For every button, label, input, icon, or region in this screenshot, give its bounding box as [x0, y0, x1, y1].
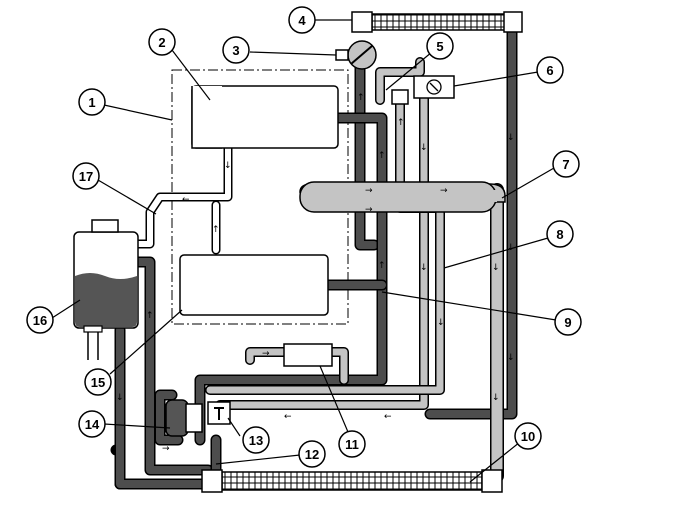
callout-17: 17: [72, 162, 100, 190]
callout-12: 12: [298, 440, 326, 468]
top-radiator-hose: [371, 13, 507, 31]
callout-label: 3: [232, 43, 239, 58]
flow-arrow: ↓: [507, 133, 515, 143]
callout-label: 10: [521, 429, 535, 444]
flow-arrow: ↓: [437, 318, 445, 328]
expansion-tank-cap: [91, 219, 119, 233]
callout-label: 4: [298, 13, 306, 28]
radiator: [221, 471, 483, 491]
callout-14: 14: [78, 410, 106, 438]
callout-1: 1: [78, 88, 106, 116]
flow-arrow: ↑: [378, 261, 386, 271]
flow-arrow: →: [162, 444, 170, 454]
coolant-pump: [165, 399, 189, 437]
callout-11: 11: [338, 430, 366, 458]
callout-4: 4: [288, 6, 316, 34]
top-radiator-tank-left: [351, 11, 373, 33]
callout-5: 5: [426, 32, 454, 60]
callout-label: 16: [33, 313, 47, 328]
callout-label: 1: [88, 95, 95, 110]
callout-label: 11: [345, 437, 359, 452]
callout-label: 8: [556, 227, 563, 242]
callout-label: 2: [158, 35, 165, 50]
callout-9: 9: [554, 308, 582, 336]
thermostat-valve: [350, 45, 373, 65]
callout-2: 2: [148, 28, 176, 56]
pipes: [110, 16, 518, 490]
callout-label: 7: [562, 157, 569, 172]
flow-arrow: ↓: [492, 263, 500, 273]
flow-arrow: ↓: [224, 161, 232, 171]
flow-arrow: →: [262, 349, 270, 359]
callout-3: 3: [222, 36, 250, 64]
flow-arrow: ←: [182, 195, 190, 205]
top-radiator-tank-right: [503, 11, 523, 33]
callout-label: 9: [564, 315, 571, 330]
heater-core-body: [299, 181, 497, 213]
throttle-preheater: [391, 89, 409, 105]
flow-arrow: ↓: [492, 393, 500, 403]
cylinder-block: [179, 254, 329, 316]
leader-lines: [51, 19, 557, 483]
flow-arrow: →: [440, 186, 448, 196]
callout-10: 10: [514, 422, 542, 450]
flow-arrow: ↑: [146, 311, 154, 321]
flow-arrow: ↑: [378, 151, 386, 161]
flow-arrow: ↑: [357, 93, 365, 103]
callout-label: 6: [546, 63, 553, 78]
callout-label: 15: [91, 375, 105, 390]
flow-arrow: →: [365, 186, 373, 196]
callout-label: 12: [305, 447, 319, 462]
callout-8: 8: [546, 220, 574, 248]
flow-arrow: →: [365, 205, 373, 215]
callout-label: 13: [249, 433, 263, 448]
flow-arrow: ↓: [507, 353, 515, 363]
flow-arrow: ↓: [420, 143, 428, 153]
flow-arrow: ↑: [397, 118, 405, 128]
flow-arrow: ←: [384, 412, 392, 422]
flow-arrow: ←: [284, 412, 292, 422]
callout-15: 15: [84, 368, 112, 396]
flow-arrow: ↓: [507, 243, 515, 253]
callout-label: 5: [436, 39, 443, 54]
thermostat-sensor: [335, 49, 349, 61]
radiator-tank-left: [201, 469, 223, 493]
callout-label: 14: [85, 417, 100, 432]
flow-arrow: ↓: [420, 263, 428, 273]
flow-arrow: ↑: [212, 225, 220, 235]
callout-label: 17: [79, 169, 93, 184]
coolant-level: [75, 273, 137, 327]
flow-arrows: ↓ ↓ ↓ ↓ ↓ ↓ ↓ ↓ ↑ ↑ ↑ ↑ ↓ ↑ ↑ ↓ → → → ← …: [116, 93, 515, 454]
oil-cooler: [283, 343, 333, 367]
radiator-tank-right: [481, 469, 503, 493]
callout-6: 6: [536, 56, 564, 84]
callout-7: 7: [552, 150, 580, 178]
callout-13: 13: [242, 426, 270, 454]
flow-arrow: ↓: [116, 393, 124, 403]
callout-16: 16: [26, 306, 54, 334]
